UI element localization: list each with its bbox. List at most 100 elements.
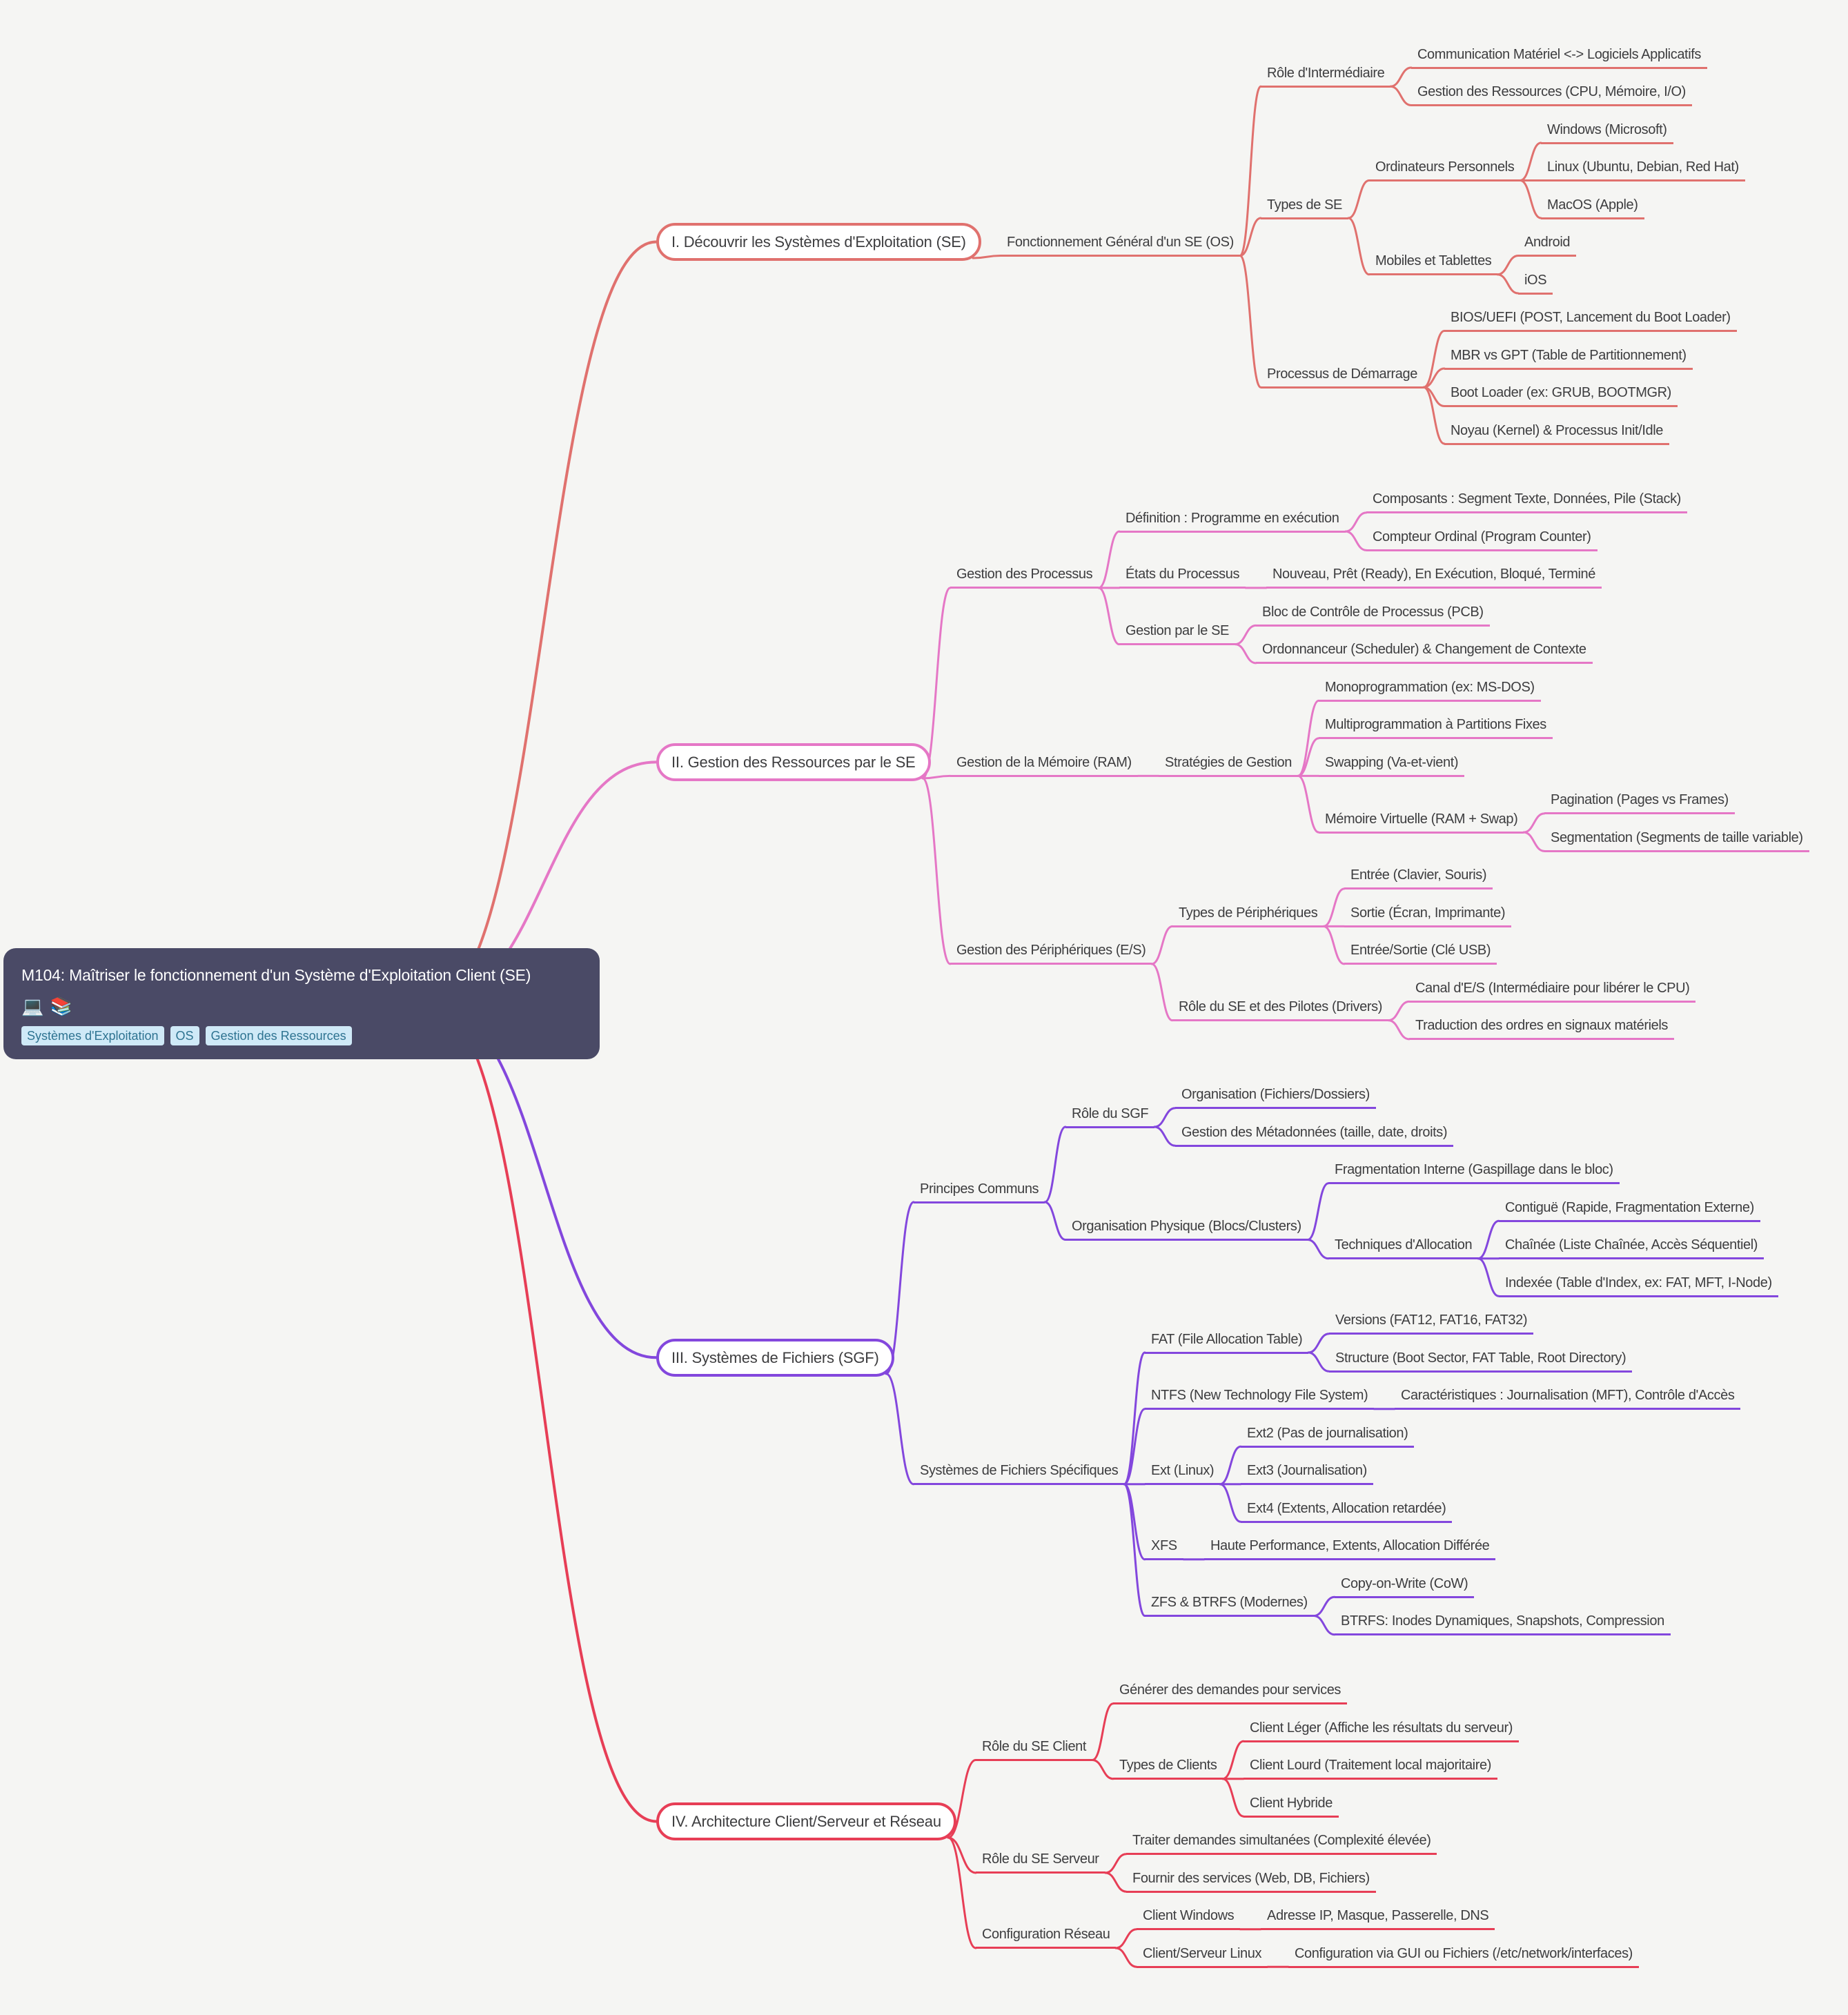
leaf-node[interactable]: Ext3 (Journalisation)	[1241, 1462, 1373, 1486]
leaf-node[interactable]: Ext2 (Pas de journalisation)	[1241, 1424, 1415, 1448]
topic-node[interactable]: Client Windows	[1137, 1907, 1241, 1931]
branch-link	[1239, 255, 1262, 389]
root-node[interactable]: M104: Maîtriser le fonctionnement d'un S…	[3, 947, 600, 1059]
topic-node[interactable]: Types de SE	[1261, 196, 1348, 219]
leaf-node[interactable]: Client Hybride	[1244, 1794, 1339, 1818]
leaf-node[interactable]: Canal d'E/S (Intermédiaire pour libérer …	[1409, 979, 1696, 1003]
branch-node[interactable]: II. Gestion des Ressources par le SE	[656, 743, 931, 781]
leaf-node[interactable]: Multiprogrammation à Partitions Fixes	[1319, 716, 1553, 740]
topic-node[interactable]: Fonctionnement Général d'un SE (OS)	[1001, 233, 1240, 257]
leaf-node[interactable]: Client Lourd (Traitement local majoritai…	[1244, 1756, 1497, 1780]
leaf-node[interactable]: MBR vs GPT (Table de Partitionnement)	[1444, 346, 1693, 370]
leaf-node[interactable]: Traduction des ordres en signaux matérie…	[1409, 1016, 1674, 1041]
branch-link	[1221, 1778, 1245, 1818]
topic-node[interactable]: Rôle du SGF	[1065, 1105, 1155, 1128]
branch-link	[1496, 273, 1520, 295]
topic-node[interactable]: Ext (Linux)	[1145, 1462, 1221, 1486]
leaf-node[interactable]: Communication Matériel <-> Logiciels App…	[1411, 46, 1707, 69]
leaf-node[interactable]: Adresse IP, Masque, Passerelle, DNS	[1261, 1907, 1495, 1931]
topic-node[interactable]: Ordinateurs Personnels	[1369, 158, 1521, 181]
topic-node[interactable]: Gestion des Processus	[950, 565, 1099, 589]
branch-link	[1422, 386, 1446, 445]
leaf-node[interactable]: iOS	[1518, 271, 1553, 295]
leaf-node[interactable]: Indexée (Table d'Index, ex: FAT, MFT, I-…	[1499, 1274, 1778, 1297]
leaf-node[interactable]: Pagination (Pages vs Frames)	[1544, 791, 1735, 815]
leaf-node[interactable]: Nouveau, Prêt (Ready), En Exécution, Blo…	[1266, 565, 1602, 589]
leaf-node[interactable]: Linux (Ubuntu, Debian, Red Hat)	[1541, 158, 1745, 181]
branch-link	[1322, 925, 1346, 965]
topic-node[interactable]: Définition : Programme en exécution	[1119, 509, 1346, 533]
branch-link	[1387, 1000, 1410, 1022]
topic-node[interactable]: Mobiles et Tablettes	[1369, 252, 1498, 276]
leaf-node[interactable]: Sortie (Écran, Imprimante)	[1344, 904, 1512, 927]
leaf-node[interactable]: BIOS/UEFI (POST, Lancement du Boot Loade…	[1444, 308, 1737, 332]
leaf-node[interactable]: Fournir des services (Web, DB, Fichiers)	[1126, 1869, 1376, 1893]
leaf-node[interactable]: Fragmentation Interne (Gaspillage dans l…	[1328, 1161, 1620, 1185]
leaf-node[interactable]: Android	[1518, 233, 1577, 257]
branch-node[interactable]: IV. Architecture Client/Serveur et Résea…	[656, 1802, 956, 1840]
leaf-node[interactable]: Ordonnanceur (Scheduler) & Changement de…	[1256, 640, 1593, 665]
branch-node[interactable]: III. Systèmes de Fichiers (SGF)	[656, 1338, 894, 1377]
topic-node[interactable]: Rôle du SE Client	[976, 1738, 1093, 1761]
leaf-node[interactable]: Configuration via GUI ou Fichiers (/etc/…	[1288, 1945, 1639, 1968]
topic-node[interactable]: XFS	[1145, 1537, 1183, 1561]
leaf-node[interactable]: Bloc de Contrôle de Processus (PCB)	[1256, 603, 1490, 627]
leaf-node[interactable]: Client Léger (Affiche les résultats du s…	[1244, 1719, 1520, 1742]
topic-node[interactable]: Client/Serveur Linux	[1137, 1945, 1268, 1968]
topic-node[interactable]: ZFS & BTRFS (Modernes)	[1145, 1593, 1314, 1618]
leaf-node[interactable]: Boot Loader (ex: GRUB, BOOTMGR)	[1444, 384, 1678, 407]
leaf-node[interactable]: Swapping (Va-et-vient)	[1319, 754, 1465, 777]
topic-node[interactable]: Gestion des Périphériques (E/S)	[950, 941, 1152, 965]
topic-node[interactable]: Principes Communs	[914, 1180, 1045, 1203]
topic-node[interactable]: Configuration Réseau	[976, 1925, 1117, 1949]
leaf-node[interactable]: Chaînée (Liste Chaînée, Accès Séquentiel…	[1499, 1236, 1765, 1260]
topic-node[interactable]: Rôle d'Intermédiaire	[1261, 64, 1391, 88]
topic-node[interactable]: NTFS (New Technology File System)	[1145, 1386, 1375, 1410]
leaf-node[interactable]: Traiter demandes simultanées (Complexité…	[1126, 1831, 1437, 1856]
branch-link	[1097, 530, 1121, 589]
leaf-node[interactable]: Segmentation (Segments de taille variabl…	[1544, 829, 1809, 852]
topic-node[interactable]: Techniques d'Allocation	[1328, 1236, 1479, 1260]
topic-node[interactable]: Mémoire Virtuelle (RAM + Swap)	[1319, 810, 1524, 834]
topic-node[interactable]: Types de Périphériques	[1172, 904, 1324, 927]
leaf-node[interactable]: Entrée/Sortie (Clé USB)	[1344, 941, 1497, 965]
topic-node[interactable]: États du Processus	[1119, 565, 1246, 589]
topic-node[interactable]: Stratégies de Gestion	[1159, 754, 1298, 777]
topic-node[interactable]: Types de Clients	[1113, 1756, 1223, 1780]
leaf-node[interactable]: Ext4 (Extents, Allocation retardée)	[1241, 1500, 1453, 1523]
leaf-node[interactable]: MacOS (Apple)	[1541, 196, 1644, 219]
leaf-node[interactable]: Compteur Ordinal (Program Counter)	[1366, 528, 1598, 551]
leaf-node[interactable]: Générer des demandes pour services	[1113, 1681, 1348, 1705]
branch-link	[947, 1836, 977, 1949]
topic-node[interactable]: Processus de Démarrage	[1261, 365, 1424, 389]
leaf-node[interactable]: Organisation (Fichiers/Dossiers)	[1175, 1085, 1376, 1110]
topic-node[interactable]: FAT (File Allocation Table)	[1145, 1330, 1309, 1354]
leaf-node[interactable]: Haute Performance, Extents, Allocation D…	[1204, 1537, 1496, 1561]
topic-node[interactable]: Gestion par le SE	[1119, 622, 1235, 646]
leaf-node[interactable]: Noyau (Kernel) & Processus Init/Idle	[1444, 422, 1669, 445]
leaf-node[interactable]: Gestion des Métadonnées (taille, date, d…	[1175, 1123, 1454, 1147]
topic-node[interactable]: Systèmes de Fichiers Spécifiques	[914, 1462, 1125, 1486]
branch-link	[1347, 217, 1370, 276]
leaf-node[interactable]: Copy-on-Write (CoW)	[1335, 1575, 1475, 1598]
topic-node[interactable]: Organisation Physique (Blocs/Clusters)	[1065, 1217, 1308, 1241]
leaf-node[interactable]: Composants : Segment Texte, Données, Pil…	[1366, 490, 1687, 514]
leaf-node[interactable]: Windows (Microsoft)	[1541, 121, 1673, 144]
branch-node[interactable]: I. Découvrir les Systèmes d'Exploitation…	[656, 223, 981, 261]
topic-node[interactable]: Rôle du SE et des Pilotes (Drivers)	[1172, 998, 1389, 1022]
leaf-node[interactable]: Contiguë (Rapide, Fragmentation Externe)	[1499, 1199, 1760, 1222]
leaf-node[interactable]: Entrée (Clavier, Souris)	[1344, 866, 1493, 890]
branch-link	[1389, 66, 1413, 88]
leaf-node[interactable]: Caractéristiques : Journalisation (MFT),…	[1395, 1386, 1741, 1410]
leaf-node[interactable]: Structure (Boot Sector, FAT Table, Root …	[1329, 1349, 1633, 1373]
branch-link	[1477, 1257, 1500, 1297]
branch-link	[1522, 831, 1546, 852]
topic-node[interactable]: Gestion de la Mémoire (RAM)	[950, 754, 1138, 777]
leaf-node[interactable]: Versions (FAT12, FAT16, FAT32)	[1329, 1311, 1534, 1335]
leaf-node[interactable]: Gestion des Ressources (CPU, Mémoire, I/…	[1411, 83, 1692, 106]
leaf-node[interactable]: BTRFS: Inodes Dynamiques, Snapshots, Com…	[1335, 1612, 1671, 1636]
topic-node[interactable]: Rôle du SE Serveur	[976, 1850, 1105, 1874]
tag-pill: OS	[170, 1025, 199, 1045]
leaf-node[interactable]: Monoprogrammation (ex: MS-DOS)	[1319, 678, 1541, 702]
